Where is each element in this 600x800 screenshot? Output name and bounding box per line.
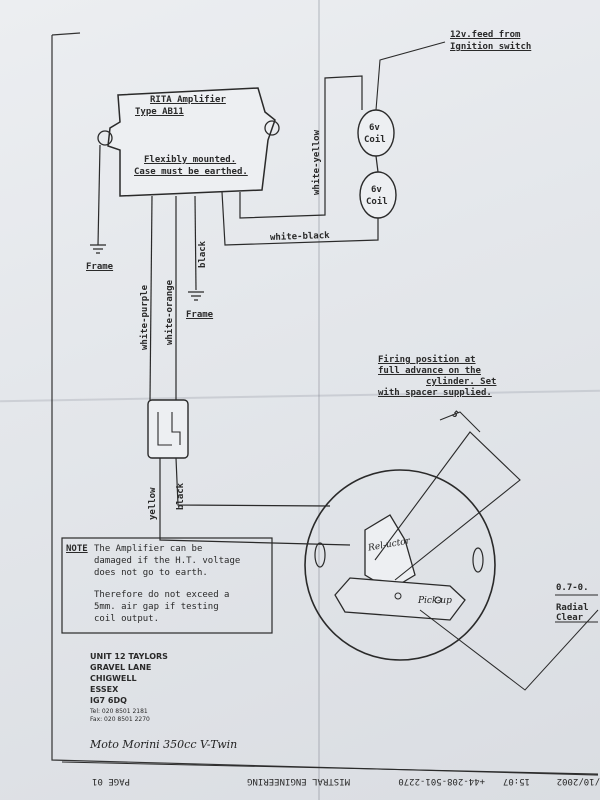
label-white-yellow: white-yellow xyxy=(312,129,322,195)
earth-symbol-left xyxy=(90,244,106,254)
note-line-3: does not go to earth. xyxy=(94,568,208,578)
mount-hole-right xyxy=(264,120,280,136)
note-line-6: coil output. xyxy=(94,614,160,624)
slot-left xyxy=(314,542,326,568)
address-line-4: ESSEX xyxy=(90,685,119,694)
coil-top-name: Coil xyxy=(364,135,386,145)
footer-rule xyxy=(61,761,599,775)
label-yellow: yellow xyxy=(148,487,158,520)
fold-crease-vertical xyxy=(318,0,320,800)
gap-dimension xyxy=(439,411,481,433)
address-line-3: CHIGWELL xyxy=(90,674,137,683)
pickup-screw-a xyxy=(394,592,402,600)
footer-page: PAGE 01 xyxy=(92,776,130,786)
note-heading: NOTE xyxy=(66,544,88,554)
pickup-screw-b xyxy=(434,596,442,604)
footer-time: 15:07 xyxy=(502,776,530,786)
firing-line-1: Firing position at xyxy=(378,355,476,365)
footer-date: /10/2002 xyxy=(556,776,600,786)
wire-black-pickup xyxy=(175,457,331,507)
label-black: black xyxy=(198,240,208,268)
frame-label-left: Frame xyxy=(86,262,114,272)
wire-yellow xyxy=(159,458,351,546)
slot-right xyxy=(472,547,484,573)
address-line-5: IG7 6DQ xyxy=(90,696,127,705)
amplifier-box xyxy=(97,87,280,197)
page-border-top xyxy=(51,32,81,36)
frame-label-mid: Frame xyxy=(186,310,214,320)
address-line-1: UNIT 12 TAYLORS xyxy=(90,652,168,661)
note-line-2: damaged if the H.T. voltage xyxy=(94,556,241,566)
amplifier-note-1: Flexibly mounted. xyxy=(144,155,237,165)
coil-bottom-volt: 6v xyxy=(371,185,382,195)
clearance-radial: Radial xyxy=(556,603,589,613)
amplifier-type: Type AB11 xyxy=(135,107,184,117)
amplifier-note-2: Case must be earthed. xyxy=(134,167,248,177)
address-tel: Tel: 020 8501 2181 xyxy=(90,708,148,715)
clearance-value: 0.7-0. xyxy=(556,583,589,593)
coil-top-volt: 6v xyxy=(369,123,380,133)
firing-line-3: cylinder. Set xyxy=(426,377,497,387)
footer-phone: +44-208-501-2270 xyxy=(398,776,485,786)
handwritten-model: Moto Morini 350cc V-Twin xyxy=(90,738,238,751)
pickup xyxy=(334,577,466,621)
coil-bottom xyxy=(359,171,397,219)
label-white-orange: white-orange xyxy=(165,279,175,345)
label-white-black: white-black xyxy=(269,230,330,244)
firing-line-2: full advance on the xyxy=(378,366,481,376)
wire-black-earth xyxy=(194,195,197,291)
feed-pointer xyxy=(375,41,446,111)
pickup-label: Pick-up xyxy=(418,596,452,606)
clearance-clear: Clear xyxy=(556,613,584,623)
wire-white-purple xyxy=(149,195,153,401)
connector-block xyxy=(147,399,189,459)
coil-bottom-name: Coil xyxy=(366,197,388,207)
feed-label-2: Ignition switch xyxy=(450,42,532,52)
connector-internal xyxy=(157,412,181,446)
note-box xyxy=(61,537,273,634)
clearance-leader xyxy=(419,609,599,691)
reluctor xyxy=(364,514,416,591)
timing-mark xyxy=(374,431,521,581)
note-line-5: 5mm. air gap if testing xyxy=(94,602,219,612)
label-white-purple: white-purple xyxy=(140,284,150,350)
coil-link xyxy=(375,155,379,173)
address-fax: Fax: 020 8501 2270 xyxy=(90,716,150,723)
earth-wire-left xyxy=(97,144,101,246)
firing-line-4: with spacer supplied. xyxy=(378,388,492,398)
wire-white-yellow xyxy=(239,75,363,219)
fax-footer: PAGE 01 MISTRAL ENGINEERING +44-208-501-… xyxy=(60,770,600,788)
coil-top xyxy=(357,109,395,157)
note-line-1: The Amplifier can be xyxy=(94,544,203,554)
footer-company: MISTRAL ENGINEERING xyxy=(247,776,350,786)
mount-hole-left xyxy=(97,130,113,146)
clearance-underline xyxy=(555,594,598,623)
address-line-2: GRAVEL LANE xyxy=(90,663,152,672)
wire-white-black xyxy=(221,191,379,246)
feed-label-1: 12v.feed from xyxy=(450,30,521,40)
label-black-2: black xyxy=(176,482,186,510)
note-line-4: Therefore do not exceed a xyxy=(94,590,230,600)
amplifier-title: RITA Amplifier xyxy=(150,95,226,105)
earth-symbol-mid xyxy=(188,291,204,301)
stator-plate xyxy=(304,469,496,661)
